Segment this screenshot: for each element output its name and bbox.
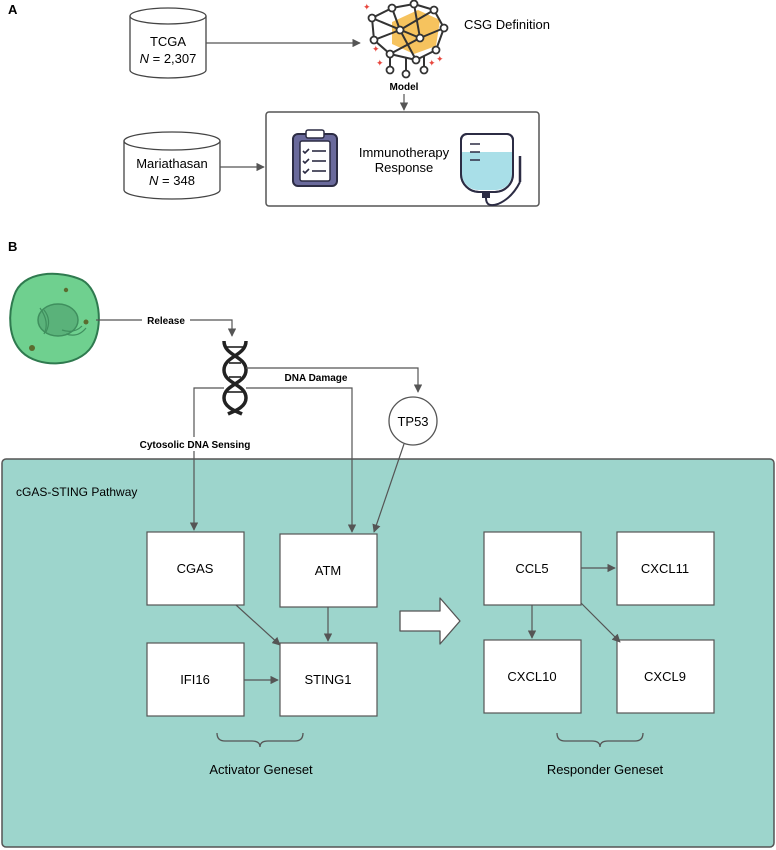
mariathasan-label: Mariathasan [136,156,208,171]
gene-label-atm: ATM [315,563,341,578]
svg-text:✦: ✦ [376,59,384,69]
cell-icon [9,272,100,365]
panel-b-letter: B [8,239,17,254]
cytosolic-dna-sensing-label: Cytosolic DNA Sensing [140,440,251,451]
gene-label-cgas: CGAS [177,561,214,576]
gene-box-ifi16 [146,642,245,717]
pathway-title: cGAS-STING Pathway [16,485,137,499]
dna-to-atm-arrow [246,387,357,533]
activator-to-responder-arrow-icon [399,597,461,645]
svg-text:✦: ✦ [363,3,371,13]
response-line-1: Immunotherapy [359,145,450,160]
gene-box-atm [279,533,378,608]
tp53-to-atm-arrow [372,443,405,533]
mariathasan-database-icon [123,131,221,200]
gene-label-cxcl10: CXCL10 [507,669,556,684]
gene-box-cgas [146,531,245,606]
dna-icon [222,340,248,416]
gene-box-cxcl10 [483,639,582,714]
iv-bag-icon [460,133,522,207]
tp53-node [388,396,438,446]
panel-a-letter: A [8,2,18,17]
gene-label-sting1: STING1 [305,672,352,687]
gene-label-cxcl11: CXCL11 [641,561,689,576]
tcga-database-icon [129,7,207,79]
activator-brace [216,732,304,748]
gene-label-cxcl9: CXCL9 [644,669,686,684]
network-icon: ✦✦ ✦✦✦ [363,0,449,79]
mariathasan-n: N = 348 [149,173,195,188]
response-line-2: Response [375,160,434,175]
gene-box-sting1 [279,642,378,717]
gene-box-cxcl9 [616,639,715,714]
release-label: Release [147,316,185,327]
csg-definition-label: CSG Definition [464,17,550,32]
gene-label-ifi16: IFI16 [180,672,210,687]
tp53-label: TP53 [397,414,428,429]
release-arrow [96,319,237,337]
gene-label-ccl5: CCL5 [515,561,548,576]
model-label: Model [390,82,419,93]
activator-geneset-label: Activator Geneset [209,762,313,777]
ccl5-to-cxcl9-arrow [580,602,621,643]
responder-geneset-label: Responder Geneset [547,762,664,777]
dna-to-tp53-arrow [246,367,423,393]
gene-box-cxcl11 [616,531,715,606]
dna-damage-label: DNA Damage [285,373,348,384]
tcga-label: TCGA [150,34,186,49]
cgas-to-sting1-arrow [235,604,281,646]
tcga-n: N = 2,307 [140,51,197,66]
svg-text:✦: ✦ [428,59,436,69]
svg-text:✦: ✦ [372,45,380,55]
dna-to-cgas-arrow [189,387,224,531]
svg-text:✦: ✦ [436,55,444,65]
responder-brace [556,732,644,748]
clipboard-icon [292,129,338,187]
